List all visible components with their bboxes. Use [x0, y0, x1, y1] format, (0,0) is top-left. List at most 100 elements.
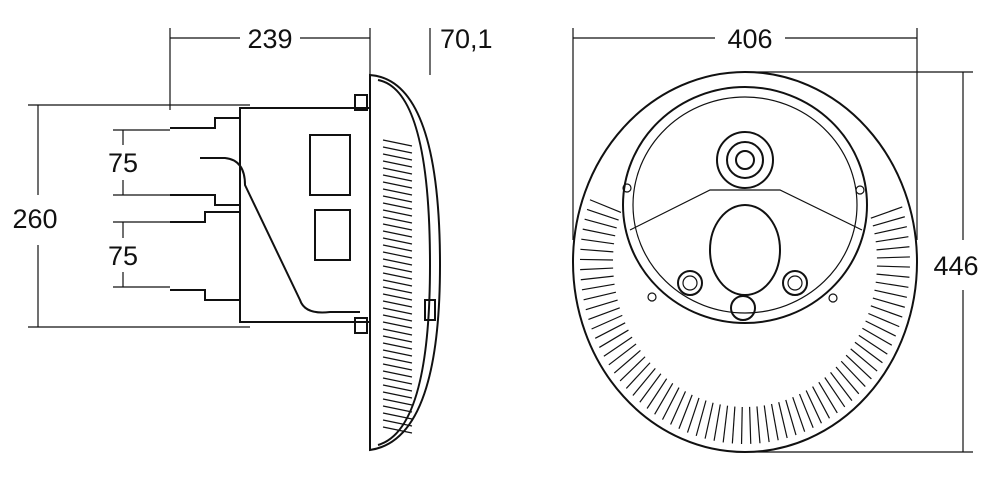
grille-slot — [382, 419, 413, 427]
grille-slot — [704, 402, 714, 439]
grille-slot — [749, 406, 752, 444]
grille-slot — [875, 281, 909, 288]
grille-slot — [818, 381, 838, 414]
grille-slot — [608, 343, 637, 366]
grille-slot — [874, 289, 907, 298]
grille-slot — [382, 300, 413, 308]
grille-slot — [585, 299, 618, 311]
grille-slot — [382, 195, 413, 203]
grille-slot — [603, 336, 633, 357]
grille-slot — [862, 327, 893, 346]
grille-slot — [599, 329, 629, 348]
skimmer-faceplate — [572, 71, 918, 453]
grille-slot — [798, 393, 814, 428]
depth-dimension: 239 — [247, 24, 292, 54]
grille-slot — [756, 406, 761, 444]
grille-slot — [874, 226, 907, 235]
grille-slot — [580, 258, 614, 261]
grille-slot — [382, 209, 413, 217]
grille-slot — [661, 387, 680, 420]
grille-slot — [382, 167, 413, 175]
grille-slot — [382, 279, 413, 287]
grille-slot — [785, 399, 797, 436]
grille-slot — [854, 341, 883, 364]
grille-slot — [872, 297, 905, 308]
grille-slot — [812, 386, 831, 419]
grille-slot — [581, 238, 615, 245]
grille-slot — [740, 406, 743, 444]
grille-slot — [594, 322, 626, 339]
grille-slot — [875, 236, 909, 243]
grille-slot — [876, 246, 910, 251]
grille-slot — [670, 391, 687, 425]
flange-dimension: 70,1 — [440, 24, 493, 54]
grille-slot — [382, 230, 413, 238]
grille-slot — [845, 354, 872, 380]
grille-slot — [876, 265, 910, 268]
grille-slot — [770, 403, 779, 441]
grille-slot — [382, 314, 413, 322]
grille-slot — [580, 275, 614, 281]
screw-icons — [622, 183, 865, 303]
grille-slot — [619, 356, 646, 382]
front-view: 406 446 — [572, 24, 979, 453]
lower-port-dimension: 75 — [108, 241, 138, 271]
grille-slot — [382, 349, 413, 357]
grille-slot — [382, 244, 413, 252]
grille-slot — [639, 373, 662, 403]
grille-slot — [580, 248, 614, 253]
grille-slot — [589, 199, 622, 213]
grille-slot — [382, 181, 413, 189]
grille-slot — [865, 320, 897, 337]
grille-slot — [382, 370, 413, 378]
grille-slot — [382, 321, 413, 329]
grille-slot — [625, 362, 651, 389]
grille-slot — [582, 228, 616, 237]
grille-slot — [382, 307, 413, 315]
grille-slot — [382, 405, 413, 413]
grille-slot — [632, 368, 656, 396]
grille-slot — [382, 412, 413, 420]
grille-slot — [382, 146, 413, 154]
grille-slot — [583, 291, 617, 301]
grille-slot — [678, 394, 693, 429]
grille-slot — [382, 293, 413, 301]
grille-slot — [581, 283, 615, 291]
grille-slot — [382, 426, 413, 434]
grille-slot — [382, 265, 413, 273]
grille-slot — [382, 216, 413, 224]
grille-slot — [835, 366, 860, 395]
grille-slot — [613, 350, 641, 374]
grille-slot — [382, 202, 413, 210]
grille-slot — [713, 404, 721, 441]
grille-slot — [695, 400, 707, 437]
grille-slot — [382, 160, 413, 168]
light-button-icon — [677, 270, 703, 296]
grille-slot — [382, 223, 413, 231]
grille-slot — [382, 377, 413, 385]
grille-slot — [824, 377, 846, 408]
grille-slot — [382, 153, 413, 161]
skimmer-port-icon — [716, 131, 774, 189]
grille-slot — [588, 307, 620, 321]
grille-slot — [792, 396, 806, 432]
grille-slot — [686, 397, 700, 433]
grille-slot — [840, 360, 866, 388]
upper-port-dimension: 75 — [108, 148, 138, 178]
grille-slot — [382, 251, 413, 259]
grille-slot — [382, 328, 413, 336]
grille-slot — [763, 405, 770, 443]
grille-slot — [850, 348, 878, 372]
grille-slot — [584, 218, 617, 229]
grille-slot — [731, 406, 736, 444]
grille-slot — [382, 391, 413, 399]
grille-slot — [870, 206, 903, 219]
grille-slot — [382, 286, 413, 294]
grille-slot — [382, 272, 413, 280]
grille-slot — [382, 174, 413, 182]
grille-slot — [876, 273, 910, 278]
grille-slot — [382, 139, 413, 147]
grille-slot — [382, 356, 413, 364]
